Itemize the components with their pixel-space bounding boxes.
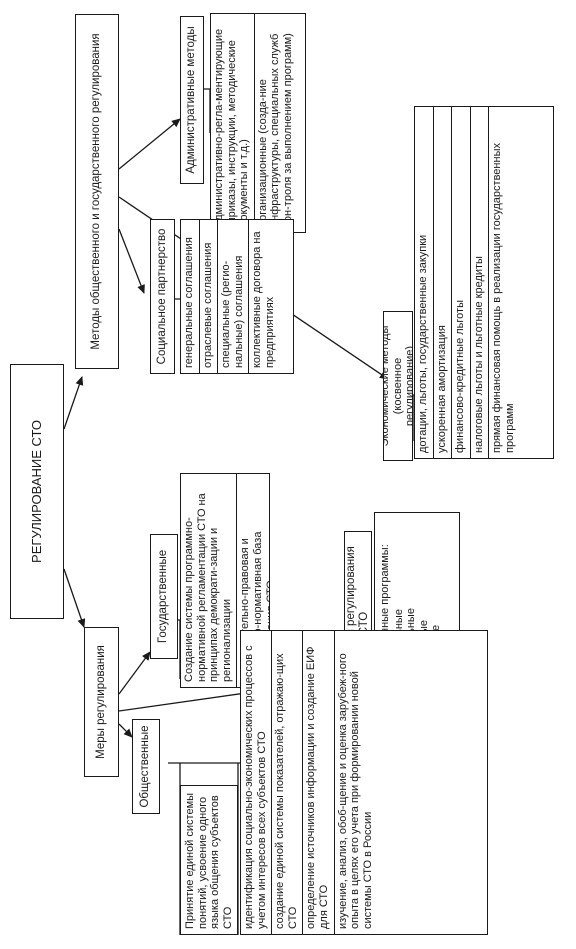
measures-title: Меры регулирования — [94, 645, 107, 759]
public-measures-box: Общественные — [132, 719, 160, 814]
measures-box: Меры регулирования — [84, 627, 119, 777]
social-partnership-list: генеральные соглашения отраслевые соглаш… — [180, 219, 294, 374]
arrow-methods-to-admin — [118, 118, 181, 170]
common-concepts-text: Принятие единой системы понятий, усвоени… — [184, 792, 234, 929]
social-partnership-box: Социальное партнерство — [150, 219, 175, 374]
arrow-measures-to-state — [118, 651, 151, 695]
economic-method-item: финансово-кредитные льготы — [452, 107, 471, 458]
admin-method-item: административно-регла-ментирующие (прика… — [211, 14, 255, 232]
social-partnership-item: специальные (регио-нальные) соглашения — [218, 220, 250, 373]
admin-methods-title: Административные методы — [185, 26, 198, 174]
state-measures-box: Государственные — [150, 534, 178, 659]
public-measure-item: изучение, анализ, обоб-щение и оценка за… — [336, 653, 374, 929]
public-measure-item: идентификация социально-экономических пр… — [241, 631, 273, 934]
social-partnership-item: коллективные договора на предприятиях — [251, 231, 276, 368]
public-measure-item: создание единой системы показателей, отр… — [272, 631, 304, 934]
arrow-methods-to-social — [118, 228, 145, 294]
methods-box: Методы общественного и государственного … — [75, 14, 119, 369]
admin-methods-box: Административные методы — [180, 16, 204, 184]
arrow-root-to-measures — [63, 568, 86, 628]
arrow-measures-to-public — [118, 723, 133, 738]
state-measure-item: Создание системы программно-нормативной … — [181, 474, 238, 687]
methods-title: Методы общественного и государственного … — [90, 33, 103, 350]
economic-method-item: прямая финансовая помощь в реализации го… — [491, 143, 516, 453]
social-partnership-item: отраслевые соглашения — [199, 220, 219, 373]
root-title: РЕГУЛИРОВАНИЕ СТО — [29, 420, 45, 563]
economic-methods-box: Экономические методы (косвенное регулиро… — [383, 311, 413, 461]
public-measures-list: идентификация социально-экономических пр… — [240, 630, 488, 935]
economic-method-item: налоговые льготы и льготные кредиты — [470, 107, 490, 458]
economic-methods-title: Экономические методы (косвенное регулиро… — [383, 325, 413, 447]
economic-method-item: дотации, льготы, государственные закупки — [415, 107, 434, 458]
economic-methods-list: дотации, льготы, государственные закупки… — [414, 106, 554, 459]
public-measures-title: Общественные — [139, 725, 152, 808]
common-concepts-box: Принятие единой системы понятий, усвоени… — [180, 785, 238, 935]
root-box: РЕГУЛИРОВАНИЕ СТО — [10, 364, 64, 619]
economic-method-item: ускоренная амортизация — [433, 107, 453, 458]
arrow-root-to-methods — [63, 376, 84, 430]
admin-method-item: организационные (созда-ние инфраструктур… — [256, 33, 294, 227]
state-measures-title: Государственные — [157, 549, 170, 644]
admin-methods-list: административно-регла-ментирующие (прика… — [210, 13, 306, 233]
social-partnership-title: Социальное партнерство — [155, 228, 168, 365]
public-measure-item: определение источников информации и созд… — [303, 631, 335, 934]
social-partnership-item: генеральные соглашения — [181, 220, 200, 373]
